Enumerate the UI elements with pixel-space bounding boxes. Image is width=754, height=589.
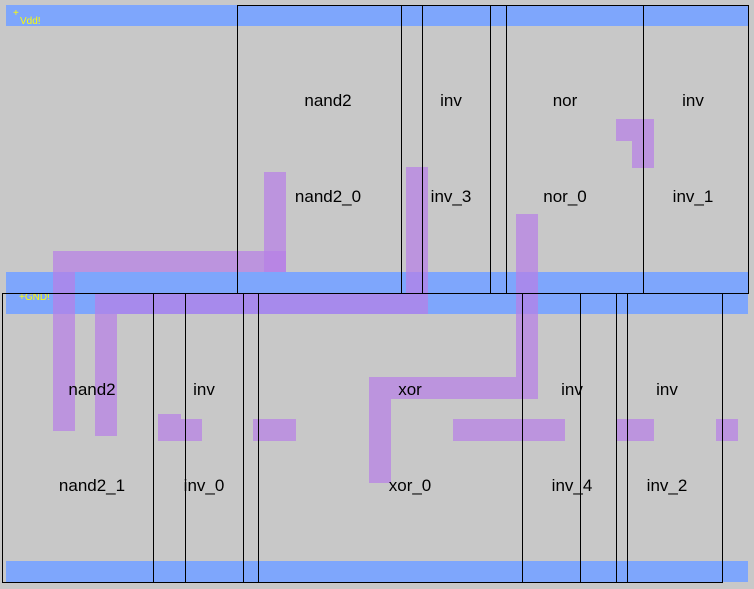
wire-nand2-0-horizontal [53,251,286,272]
wire-nor-0-vertical [516,214,538,377]
cell-instance-label: nand2_1 [58,476,126,495]
cell-instance-label: inv_4 [551,476,593,495]
cell-spacer-4 [243,293,259,583]
wire-nor-inv-1 [616,119,654,141]
cell-type-label: nand2 [68,380,116,399]
cell-type-label: nand2 [304,91,352,110]
cell-type-label: nor [552,91,578,110]
gnd-pin-label: +GND! [19,292,50,303]
wire-inv-0-b [158,419,202,441]
cell-instance-label: inv_1 [672,187,714,206]
cell-type-label: inv [656,380,678,399]
wire-inv-0-a [158,414,181,419]
wire-xor-inv-4 [453,419,565,441]
cell-type-label: xor [398,380,422,399]
cell-instance-label: xor_0 [388,476,432,495]
cell-spacer-3 [153,293,186,583]
cell-instance-label: inv_2 [646,476,688,495]
wire-xor-vertical [369,399,391,483]
wire-left-vertical-1 [53,272,75,431]
cell-instance-label: nand2_0 [294,187,362,206]
cell-spacer-1 [401,5,423,294]
cell-type-label: inv [193,380,215,399]
vdd-rail [6,5,748,26]
cell-type-label: inv [561,380,583,399]
wire-stub-2 [716,419,738,441]
cell-nor-0[interactable] [506,5,644,294]
cell-inv-0[interactable] [185,293,244,583]
cell-type-label: inv [682,91,704,110]
vdd-pin-label: Vdd! [20,16,41,27]
cell-spacer-2 [490,5,507,294]
wire-left-vertical-2 [95,314,117,436]
wire-inv-2 [617,419,654,441]
wire-xor-horizontal [369,377,538,399]
cell-inv-1[interactable] [643,5,749,294]
cell-inv-4[interactable] [522,293,581,583]
cell-instance-label: inv_3 [430,187,472,206]
vdd-pin-plus: + [13,8,19,19]
cell-type-label: inv [440,91,462,110]
cell-nand2-0[interactable] [237,5,402,294]
cell-instance-label: inv_0 [183,476,225,495]
cell-inv-2[interactable] [627,293,723,583]
cell-xor-0[interactable] [258,293,523,583]
wire-gnd-horizontal [95,293,428,314]
cell-inv-3[interactable] [422,5,491,294]
vdd-rail-bottom [6,561,748,582]
cell-spacer-5 [580,293,617,583]
wire-stub-1 [253,419,296,441]
cell-instance-label: nor_0 [543,187,587,206]
wire-nand2-0-vertical [264,172,286,272]
cell-nand2-1[interactable] [2,293,154,583]
